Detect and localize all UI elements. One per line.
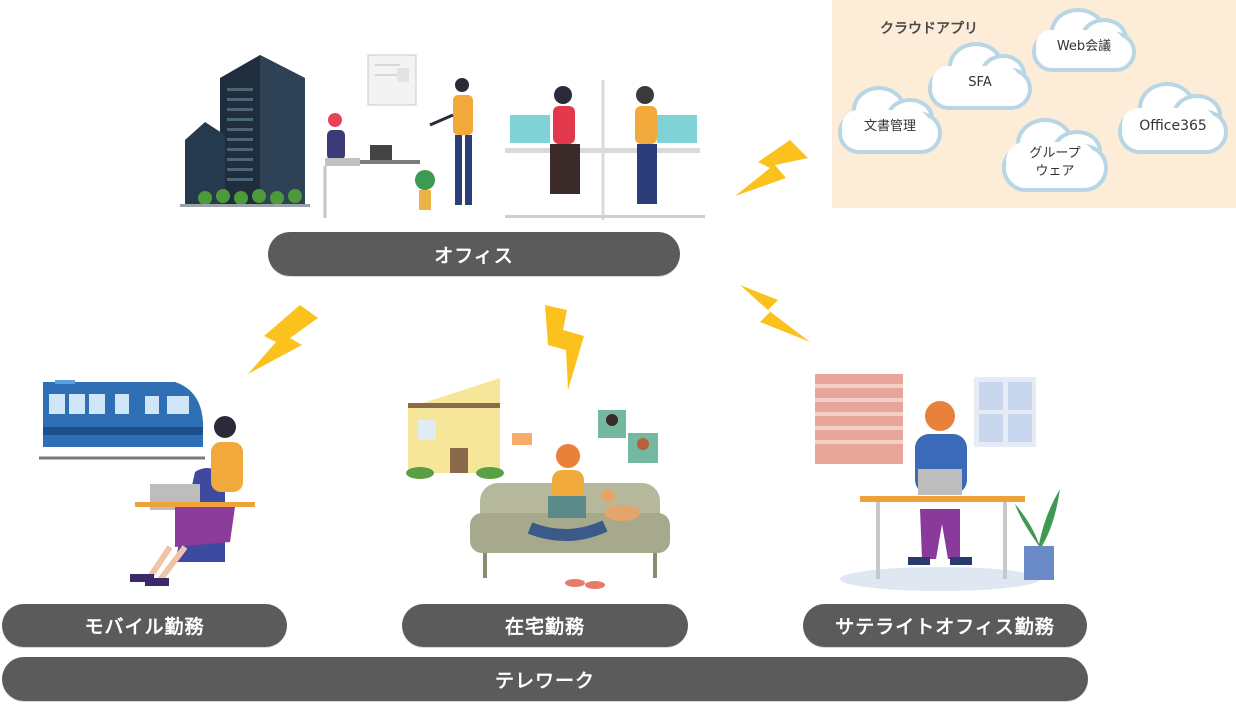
cloud-web-meeting: Web会議 xyxy=(1032,8,1136,72)
cloud-groupware: グループ ウェア xyxy=(1002,118,1108,192)
cloud-document-management: 文書管理 xyxy=(838,86,942,154)
cloud-apps-title: クラウドアプリ xyxy=(880,21,978,37)
cloud-sfa: SFA xyxy=(928,42,1032,110)
lightning-icon-office-cloud xyxy=(735,140,808,196)
mobile-work-label: モバイル勤務 xyxy=(2,604,287,647)
satellite-office-illustration xyxy=(810,374,1070,599)
office-scene-svg xyxy=(180,54,705,220)
home-scene-svg xyxy=(406,378,670,589)
lightning-icon-office-satellite xyxy=(740,285,810,342)
satellite-office-work-label: サテライトオフィス勤務 xyxy=(803,604,1087,647)
home-work-illustration xyxy=(400,378,680,593)
lightning-icon-office-mobile xyxy=(248,305,318,374)
satellite-scene-svg xyxy=(815,374,1060,591)
mobile-scene-svg xyxy=(39,380,255,586)
home-work-label: 在宅勤務 xyxy=(402,604,688,647)
office-label: オフィス xyxy=(268,232,680,276)
cloud-apps-panel: クラウドアプリ Web会議 SFA 文書管理 Office365 xyxy=(832,0,1236,208)
telework-label: テレワーク xyxy=(2,657,1088,701)
office-illustration xyxy=(175,40,715,225)
cloud-office365: Office365 xyxy=(1118,82,1228,154)
mobile-work-illustration xyxy=(35,372,275,597)
